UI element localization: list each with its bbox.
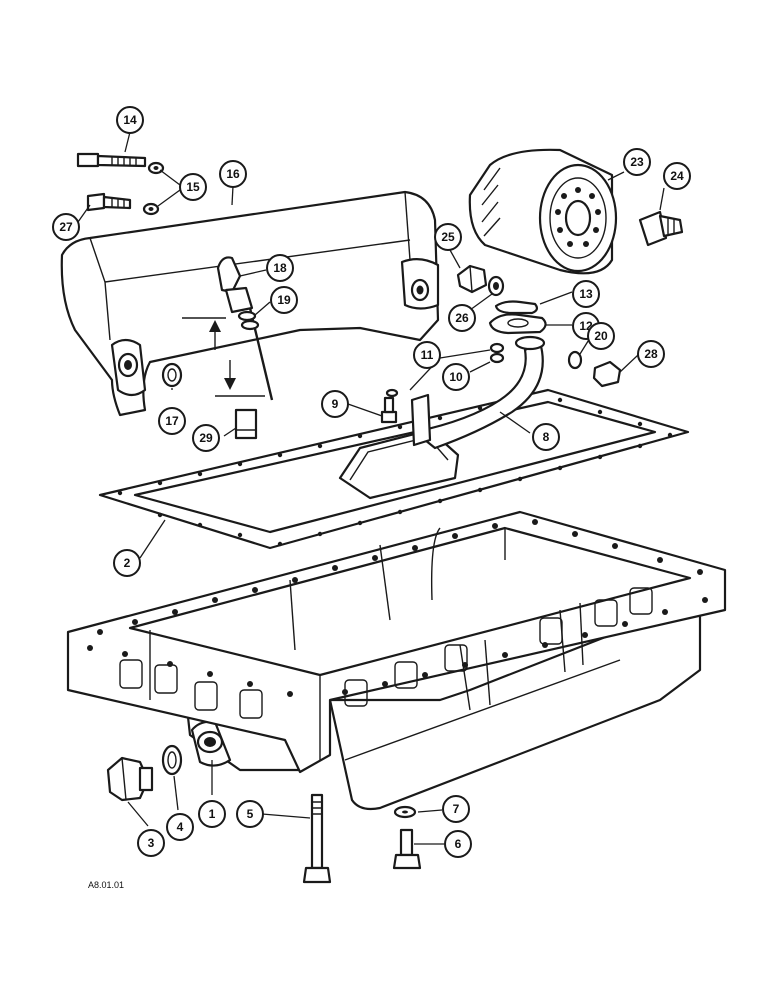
callout-4-label: 4: [177, 820, 184, 834]
callout-18: 18: [266, 254, 294, 282]
drain-plug: [106, 756, 154, 802]
callout-25: 25: [434, 223, 462, 251]
callout-8: 8: [532, 423, 560, 451]
washer-17: [161, 362, 183, 388]
callout-25-label: 25: [441, 230, 455, 244]
drain-washer: [161, 744, 183, 776]
callout-3-label: 3: [148, 836, 155, 850]
callout-2: 2: [113, 549, 141, 577]
callout-3: 3: [137, 829, 165, 857]
bolt-6: [392, 805, 422, 870]
callout-13: 13: [572, 280, 600, 308]
bolt-9: [380, 396, 398, 424]
callout-10-label: 10: [449, 370, 463, 384]
callout-14: 14: [116, 106, 144, 134]
callout-27-label: 27: [59, 220, 73, 234]
callout-15: 15: [179, 173, 207, 201]
screws-14-27: [76, 152, 147, 212]
callout-28-label: 28: [644, 347, 658, 361]
callout-19-label: 19: [277, 293, 291, 307]
callout-26: 26: [448, 304, 476, 332]
callout-13-label: 13: [579, 287, 593, 301]
callout-27: 27: [52, 213, 80, 241]
dipstick-tube-insert: [182, 317, 265, 440]
leader-lines: [77, 131, 665, 845]
oil-filter: [468, 148, 618, 275]
callout-1: 1: [198, 800, 226, 828]
callout-6: 6: [444, 830, 472, 858]
callout-2-label: 2: [124, 556, 131, 570]
callout-8-label: 8: [543, 430, 550, 444]
washers-10-11: [385, 342, 505, 398]
plug-28-washer-20: [567, 350, 622, 388]
oil-suction-pipe: [338, 335, 546, 500]
callout-7-label: 7: [453, 802, 460, 816]
callout-16: 16: [219, 160, 247, 188]
callout-10: 10: [442, 363, 470, 391]
callout-1-label: 1: [209, 807, 216, 821]
callout-17: 17: [158, 407, 186, 435]
filter-adapter: [638, 210, 684, 247]
callout-20: 20: [587, 322, 615, 350]
callout-4: 4: [166, 813, 194, 841]
callout-11: 11: [413, 341, 441, 369]
callout-7: 7: [442, 795, 470, 823]
callout-24-label: 24: [670, 169, 684, 183]
callout-5-label: 5: [247, 807, 254, 821]
callout-24: 24: [663, 162, 691, 190]
callout-19: 19: [270, 286, 298, 314]
callout-16-label: 16: [226, 167, 240, 181]
long-bolt-5: [302, 793, 332, 884]
callout-9: 9: [321, 390, 349, 418]
callout-9-label: 9: [332, 397, 339, 411]
callout-14-label: 14: [123, 113, 137, 127]
flange-gaskets-12-13: [488, 300, 547, 335]
callout-20-label: 20: [594, 329, 608, 343]
oil-pan: [66, 510, 727, 811]
callout-5: 5: [236, 800, 264, 828]
callout-26-label: 26: [455, 311, 469, 325]
callout-29: 29: [192, 424, 220, 452]
callout-15-label: 15: [186, 180, 200, 194]
callout-17-label: 17: [165, 414, 179, 428]
plug-25-washer-26: [456, 264, 505, 297]
callout-23: 23: [623, 148, 651, 176]
callout-23-label: 23: [630, 155, 644, 169]
callout-28: 28: [637, 340, 665, 368]
callout-6-label: 6: [455, 837, 462, 851]
dipstick: [216, 256, 274, 401]
washers-15: [142, 161, 165, 216]
callout-29-label: 29: [199, 431, 213, 445]
callout-18-label: 18: [273, 261, 287, 275]
callout-11-label: 11: [421, 348, 434, 362]
reference-code: A8.01.01: [88, 880, 124, 890]
